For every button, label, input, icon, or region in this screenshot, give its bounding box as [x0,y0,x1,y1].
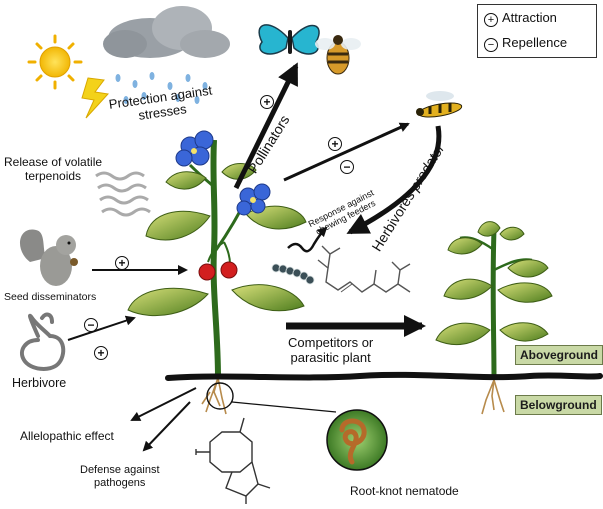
legend-repellence: −Repellence [484,35,567,52]
bee-icon [315,35,361,75]
legend-attraction: + Attraction [484,10,557,27]
legend-attraction-label: Attraction [502,10,557,25]
sesquiterpene-molecule-icon [195,417,271,504]
pollinators-plus-sign: + [260,95,274,109]
competitors-label: Competitors or parasitic plant [288,335,374,366]
soil-line [165,371,603,381]
release-label-line2: terpenoids [25,168,82,183]
signal-squiggle [287,226,328,253]
minus-symbol: − [484,38,498,52]
sun-icon [27,34,83,90]
squirrel-icon [19,229,78,286]
volatile-waves-icon [95,171,151,217]
allelopathic-arrow [130,387,197,421]
caterpillar-icon [271,263,315,285]
competitors-label-line1: Competitors or [288,335,374,350]
terpene-molecule-icon [317,245,411,293]
main-plant [127,130,307,415]
herbivore-plus-sign: + [94,346,108,360]
arrows [67,62,442,452]
butterfly-icon [258,24,320,55]
belowground-tag: Belowground [515,395,602,415]
defense-arrow [142,401,191,452]
competitors-label-line2: parasitic plant [290,349,371,365]
wasp-plus-sign: + [328,137,342,151]
seed-disseminators-label: Seed disseminators [4,291,97,303]
release-label: Release of volatile terpenoids [4,155,103,184]
predator-curve-arrow [346,125,442,235]
root-knot-nematode-icon [326,409,388,471]
lightning-icon [81,77,110,119]
wasp-icon [416,91,463,118]
legend-repellence-label: Repellence [502,35,568,50]
defense-label-line1: Defense against [80,464,160,476]
aboveground-tag: Aboveground [515,345,603,365]
seed-plus-sign: + [115,256,129,270]
response-minus-sign: − [340,160,354,174]
herbivore-label: Herbivore [12,376,67,390]
pollinators-arrow [233,62,299,190]
herbivore-minus-sign: − [84,318,98,332]
rabbit-icon [19,312,66,371]
rain-cloud-icon [103,6,230,104]
competitor-plant [435,221,553,415]
defense-label-line2: pathogens [94,476,146,489]
allelopathic-label: Allelopathic effect [20,429,114,443]
wasp-attraction-arrow [283,122,410,182]
nematode-label: Root-knot nematode [350,484,459,498]
defense-label: Defense against pathogens [80,464,160,489]
release-label-line1: Release of volatile [4,155,103,169]
legend-box: + Attraction −Repellence [477,4,597,58]
herbivore-arrow [67,315,136,341]
plus-symbol: + [484,13,498,27]
nematode-callout-line [231,401,337,413]
